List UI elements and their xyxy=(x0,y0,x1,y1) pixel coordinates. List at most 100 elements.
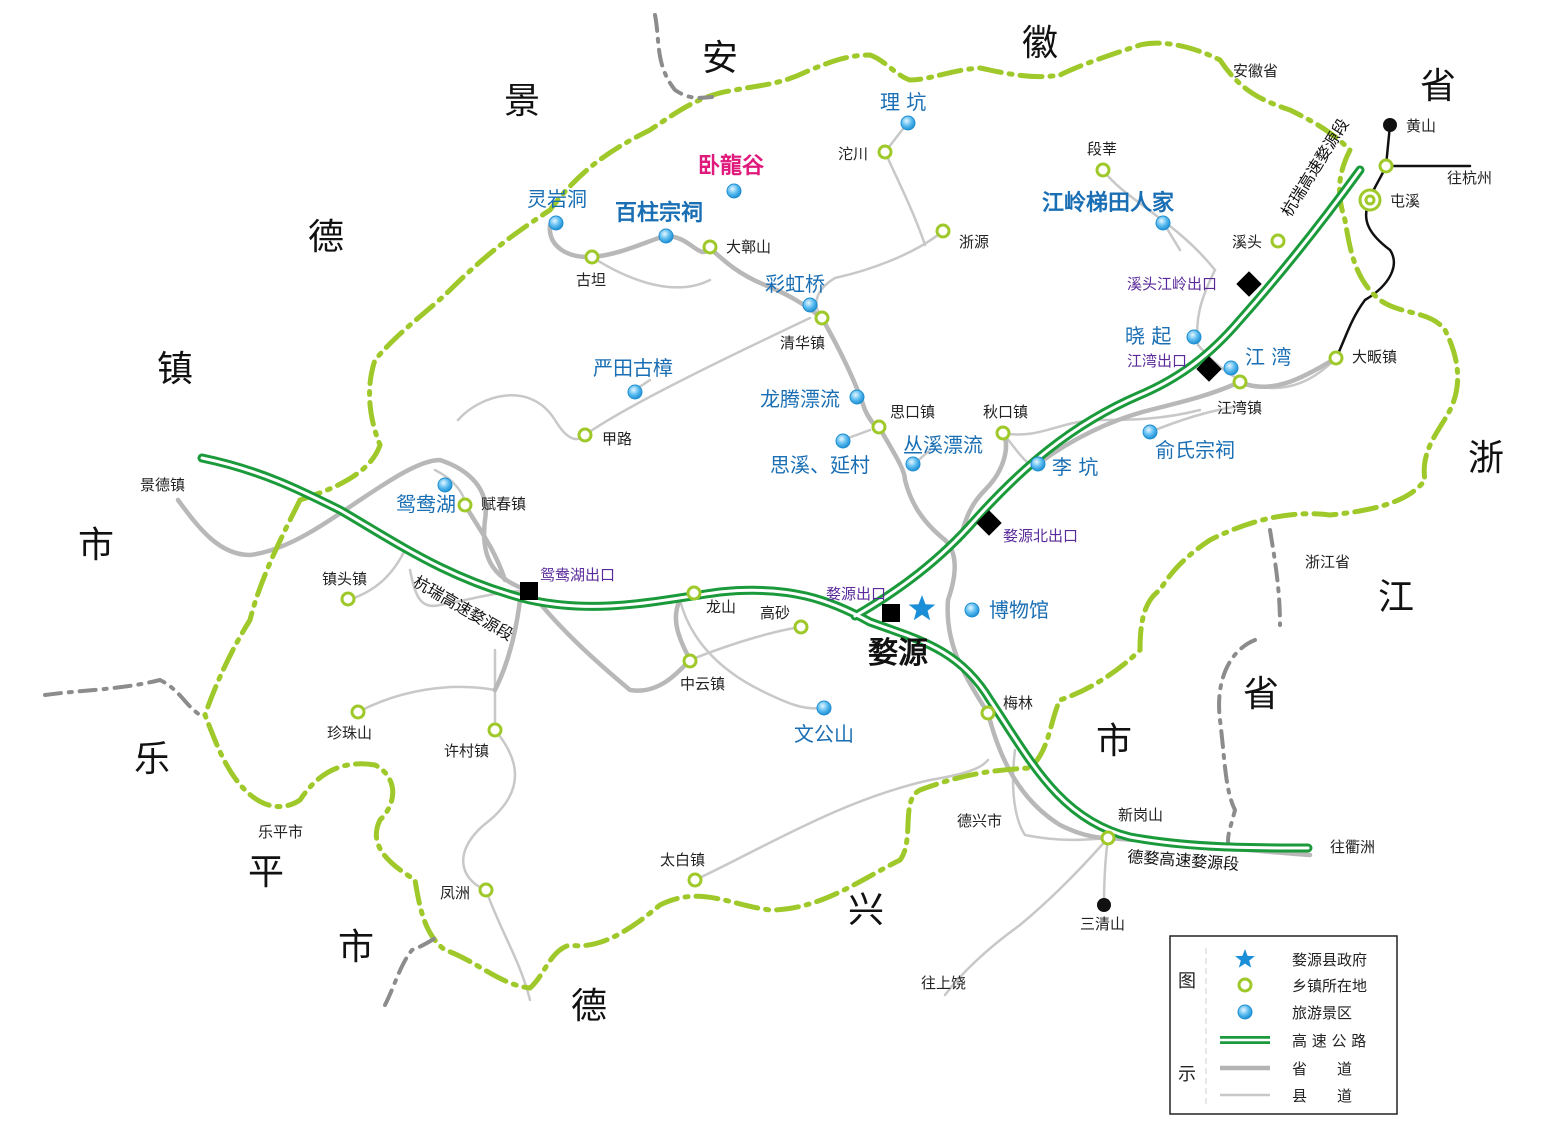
exit-wuyuan-box xyxy=(882,604,900,622)
legend-label: 县 道 xyxy=(1292,1087,1352,1105)
town-label: 往上饶 xyxy=(921,974,966,992)
highway-label: 杭瑞高速婺源段 xyxy=(410,572,517,644)
legend-label: 高 速 公 路 xyxy=(1292,1032,1366,1050)
legend-label: 婺源县政府 xyxy=(1292,951,1367,969)
scenic-dot-icon xyxy=(900,115,916,131)
highways xyxy=(197,165,1365,853)
scenic-labels: 卧龍谷 百柱宗祠 江岭梯田人家 灵岩洞 理 坑 彩虹桥 严田古樟 龙腾漂流 丛溪… xyxy=(396,90,1291,746)
town-ring-icon xyxy=(1237,977,1253,993)
region-char: 市 xyxy=(78,525,114,566)
legend-label: 旅游景区 xyxy=(1292,1004,1352,1022)
exit-labels: 溪头江岭出口 江湾出口 婺源北出口 婺源出口 鸳鸯湖出口 xyxy=(540,275,1217,603)
town-label: 溪头 xyxy=(1232,233,1262,251)
town-ring-icon xyxy=(1232,374,1248,390)
scenic-dot-icon xyxy=(802,297,818,313)
town-label: 段莘 xyxy=(1087,140,1117,158)
region-char: 德 xyxy=(571,986,607,1027)
town-label: 三清山 xyxy=(1080,915,1125,933)
town-label: 镇头镇 xyxy=(322,570,367,588)
town-ring-icon xyxy=(980,705,996,721)
scenic-label-caihongqiao: 彩虹桥 xyxy=(765,272,825,296)
town-label: 大畈镇 xyxy=(1352,348,1397,366)
region-char: 省 xyxy=(1420,66,1456,107)
town-label: 清华镇 xyxy=(780,334,825,352)
town-label: 梅林 xyxy=(1003,694,1033,712)
legend: 图 示 婺源县政府 乡镇所在地 旅游景区 高 速 公 路 省 道 县 道 xyxy=(1169,935,1398,1115)
scenic-dot-icon xyxy=(1142,424,1158,440)
legend-title-bottom: 示 xyxy=(1178,1064,1196,1085)
exit-label: 溪头江岭出口 xyxy=(1127,275,1217,293)
scenic-label-jiangling: 江岭梯田人家 xyxy=(1042,190,1175,216)
legend-box xyxy=(1169,935,1398,1115)
star-icon xyxy=(908,595,936,621)
town-ring-icon xyxy=(478,882,494,898)
region-char: 市 xyxy=(338,927,374,968)
leping-city-label: 乐平市 xyxy=(258,823,303,841)
region-char: 市 xyxy=(1096,721,1132,762)
anhui-province-label: 安徽省 xyxy=(1233,62,1278,80)
region-char: 安 xyxy=(702,38,738,79)
town-ring-icon xyxy=(1270,233,1286,249)
scenic-label-yantian: 严田古樟 xyxy=(593,356,673,380)
exit-label: 鸳鸯湖出口 xyxy=(540,566,615,584)
scenic-dot-icon xyxy=(905,456,921,472)
town-ring-icon xyxy=(1328,350,1344,366)
county-border xyxy=(202,40,1461,991)
dexing-city-label: 德兴市 xyxy=(957,812,1002,830)
sanqingshan-dot xyxy=(1097,898,1111,912)
scenic-dot-icon xyxy=(835,433,851,449)
scenic-dot-icon xyxy=(726,183,742,199)
town-label: 甲路 xyxy=(602,430,632,448)
region-char: 浙 xyxy=(1468,438,1504,479)
exit-label: 婺源北出口 xyxy=(1003,527,1078,545)
town-ring-icon xyxy=(584,249,600,265)
region-char: 景 xyxy=(504,81,540,122)
region-labels: 安 徽 省 景 德 镇 市 乐 平 市 兴 德 市 浙 江 省 xyxy=(78,23,1504,1027)
town-label: 中云镇 xyxy=(680,675,725,693)
region-char: 平 xyxy=(248,852,284,893)
town-label: 往杭州 xyxy=(1447,169,1492,187)
scenic-dot-icon xyxy=(627,384,643,400)
scenic-label-xiaoqi: 晓 起 xyxy=(1125,324,1171,348)
town-ring-icon xyxy=(1095,162,1111,178)
town-ring-icon xyxy=(935,223,951,239)
legend-label: 省 道 xyxy=(1292,1060,1352,1078)
town-label: 凤洲 xyxy=(440,884,470,902)
scenic-label-wengongshan: 文公山 xyxy=(794,722,854,746)
scenic-label-yuanyanghu: 鸳鸯湖 xyxy=(396,492,456,516)
region-char: 省 xyxy=(1243,674,1279,715)
exit-label: 江湾出口 xyxy=(1127,352,1187,370)
county-roads xyxy=(346,123,1338,1002)
town-label: 黄山 xyxy=(1406,117,1436,135)
county-seat-label: 婺源 xyxy=(868,636,928,671)
region-char: 乐 xyxy=(134,739,170,780)
jingdezhen-label: 景德镇 xyxy=(140,476,185,494)
town-ring-icon xyxy=(877,144,893,160)
exit-wuyuan-north-box xyxy=(976,510,1002,536)
scenic-label-baizhu: 百柱宗祠 xyxy=(615,200,703,226)
scenic-label-likeng-top: 理 坑 xyxy=(880,90,926,114)
town-ring-icon xyxy=(577,427,593,443)
scenic-label-congxi: 丛溪漂流 xyxy=(903,433,983,457)
town-label: 新岗山 xyxy=(1118,806,1163,824)
town-markers xyxy=(340,144,1394,898)
scenic-dot-icon xyxy=(658,228,674,244)
town-label: 许村镇 xyxy=(444,742,489,760)
town-ring-icon xyxy=(995,425,1011,441)
exit-yuanyanghu-box xyxy=(520,582,538,600)
town-label: 太白镇 xyxy=(660,851,705,869)
region-char: 徽 xyxy=(1022,23,1058,64)
star-icon xyxy=(1235,949,1255,968)
town-ring-icon xyxy=(350,704,366,720)
town-labels: 沱川 浙源 大鄣山 古坦 清华镇 段莘 溪头 江湾镇 大畈镇 黄山 屯溪 往杭州… xyxy=(322,117,1492,992)
legend-title-top: 图 xyxy=(1178,971,1196,992)
zhejiang-province-label: 浙江省 xyxy=(1305,553,1350,571)
huangshan-road xyxy=(1334,123,1472,360)
town-label: 龙山 xyxy=(706,598,736,616)
small-region-labels: 安徽省 浙江省 景德镇 乐平市 德兴市 xyxy=(140,62,1350,841)
town-label: 浙源 xyxy=(959,233,989,251)
scenic-dot-icon xyxy=(1155,215,1171,231)
scenic-dot-icon xyxy=(816,700,832,716)
scenic-dot-icon xyxy=(964,602,980,618)
